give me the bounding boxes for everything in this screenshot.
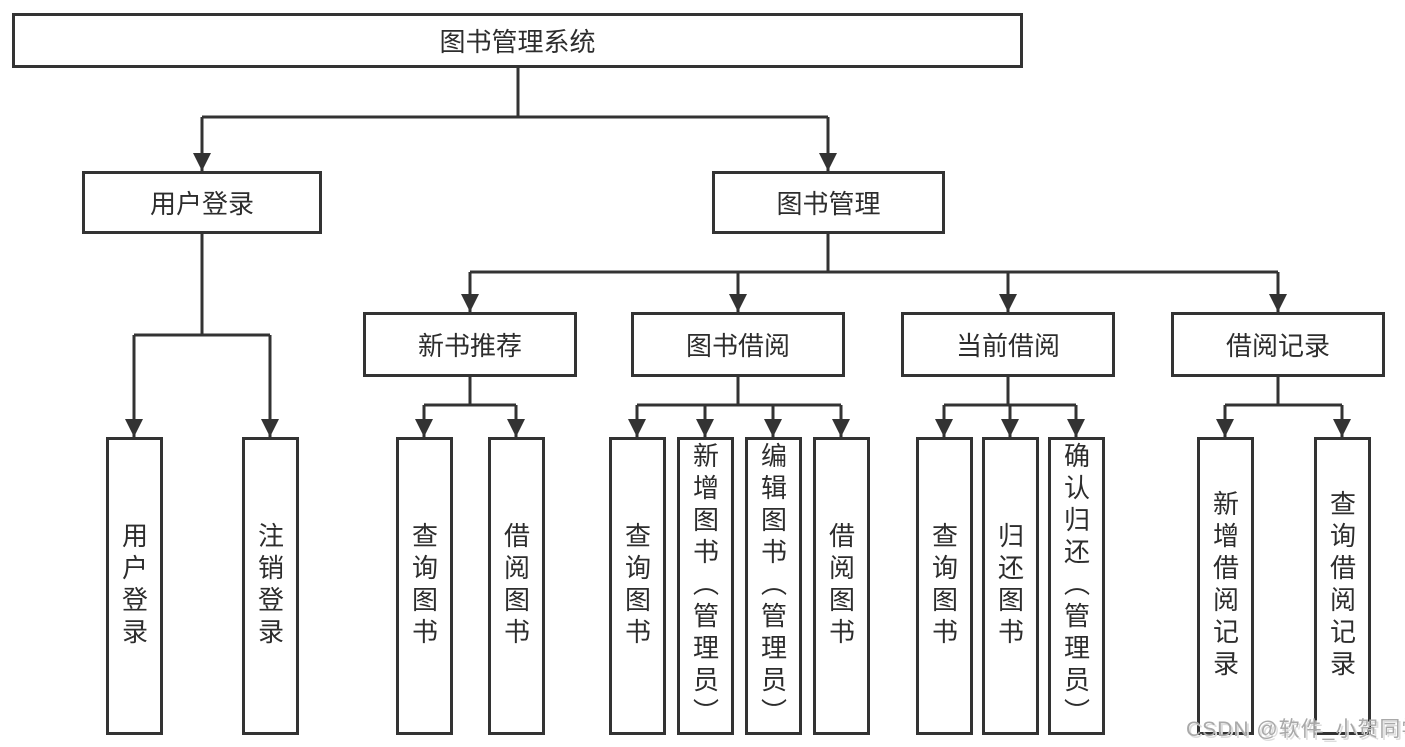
- leaf-user-login-label: 用户登录: [118, 522, 149, 650]
- leaf-return-book: 归还图书: [981, 437, 1039, 735]
- leaf-add-book-admin: 新增图书（管理员）: [676, 437, 734, 735]
- node-book-borrow: 图书借阅: [631, 312, 845, 377]
- leaf-query-book-borrow: 查询图书: [608, 437, 666, 735]
- leaf-query-borrow-record: 查询借阅记录: [1313, 437, 1371, 735]
- connector-book-borrow-to-leaves: [628, 377, 850, 437]
- csdn-watermark: CSDN @软件_小贺同学: [1186, 718, 1405, 741]
- node-user-login-label: 用户登录: [149, 189, 254, 219]
- node-book-borrow-label: 图书借阅: [685, 331, 790, 361]
- connector-user-login-to-leaves: [125, 234, 279, 437]
- connector-book-management-to-level3: [461, 234, 1287, 312]
- leaf-confirm-return-admin-label: 确认归还（管理员）: [1060, 442, 1091, 730]
- node-root: 图书管理系统: [12, 13, 1023, 68]
- leaf-query-book-current: 查询图书: [915, 437, 973, 735]
- node-book-management-label: 图书管理: [776, 189, 881, 219]
- leaf-borrow-book-recommend-label: 借阅图书: [500, 522, 531, 650]
- leaf-edit-book-admin-label: 编辑图书（管理员）: [757, 442, 788, 730]
- leaf-add-book-admin-label: 新增图书（管理员）: [689, 442, 720, 730]
- leaf-logout: 注销登录: [241, 437, 299, 735]
- node-book-management: 图书管理: [712, 171, 945, 234]
- leaf-user-login: 用户登录: [105, 437, 163, 735]
- leaf-query-book-borrow-label: 查询图书: [621, 522, 652, 650]
- node-user-login: 用户登录: [82, 171, 322, 234]
- leaf-borrow-book-recommend: 借阅图书: [487, 437, 545, 735]
- connector-current-borrow-to-leaves: [935, 377, 1085, 437]
- leaf-confirm-return-admin: 确认归还（管理员）: [1047, 437, 1105, 735]
- node-new-book-recommend: 新书推荐: [363, 312, 577, 377]
- leaf-edit-book-admin: 编辑图书（管理员）: [744, 437, 802, 735]
- leaf-query-book-recommend-label: 查询图书: [408, 522, 439, 650]
- leaf-return-book-label: 归还图书: [994, 522, 1025, 650]
- node-current-borrow: 当前借阅: [901, 312, 1115, 377]
- leaf-logout-label: 注销登录: [254, 522, 285, 650]
- connector-borrow-record-to-leaves: [1216, 377, 1351, 437]
- leaf-query-book-recommend: 查询图书: [395, 437, 453, 735]
- leaf-add-borrow-record: 新增借阅记录: [1196, 437, 1254, 735]
- node-borrow-records: 借阅记录: [1171, 312, 1385, 377]
- node-current-borrow-label: 当前借阅: [955, 331, 1060, 361]
- leaf-borrow-book: 借阅图书: [812, 437, 870, 735]
- node-borrow-records-label: 借阅记录: [1225, 331, 1330, 361]
- leaf-query-borrow-record-label: 查询借阅记录: [1326, 490, 1357, 682]
- leaf-query-book-current-label: 查询图书: [928, 522, 959, 650]
- node-root-label: 图书管理系统: [439, 27, 596, 57]
- connector-new-book-to-leaves: [415, 377, 525, 437]
- connector-root-to-level2: [193, 68, 837, 171]
- leaf-borrow-book-label: 借阅图书: [825, 522, 856, 650]
- node-new-book-recommend-label: 新书推荐: [417, 331, 522, 361]
- leaf-add-borrow-record-label: 新增借阅记录: [1209, 490, 1240, 682]
